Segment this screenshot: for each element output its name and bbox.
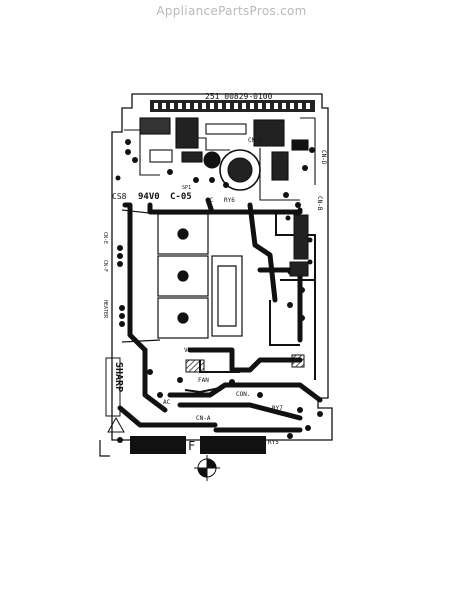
label-f-mark: F xyxy=(188,439,195,453)
label-csa: CS8 xyxy=(112,192,127,201)
label-heater: HEATER xyxy=(102,300,108,319)
flammability-mark: 94V0 xyxy=(138,192,160,202)
power-traces xyxy=(117,197,323,433)
label-cn-b: CN-B xyxy=(316,196,323,211)
label-cn-e: CN-E xyxy=(102,232,108,244)
right-connectors xyxy=(289,214,309,277)
label-cn-a: CN-A xyxy=(196,415,211,422)
label-cn-c: CN-C xyxy=(248,137,263,144)
label-cn-f: CN-F xyxy=(102,260,108,272)
relay-blocks xyxy=(121,209,243,343)
top-connector-strip xyxy=(150,100,315,112)
site-watermark: AppliancePartsPros.com xyxy=(156,4,307,18)
hatched-pad-right xyxy=(291,354,305,368)
label-cn-d: CN-D xyxy=(320,150,327,165)
warning-triangle-icon xyxy=(107,416,125,433)
corner-mark-icon xyxy=(99,440,110,457)
label-vrs1: VRS1 xyxy=(184,347,199,354)
label-fan: FAN xyxy=(198,377,209,384)
label-sp1: SP1 xyxy=(182,185,191,191)
registration-target-icon xyxy=(194,455,220,481)
brand-box xyxy=(105,357,121,417)
top-connector-pins xyxy=(154,103,310,109)
label-ry5: RY5 xyxy=(268,439,279,446)
date-code: C-05 xyxy=(170,192,192,202)
hatched-pad-left xyxy=(185,359,205,373)
bottom-left-pad xyxy=(117,437,123,443)
label-ry6: RY6 xyxy=(224,197,235,204)
label-ry7: RY7 xyxy=(272,405,283,412)
bottom-bar-right xyxy=(200,436,266,454)
label-ac-top: AC xyxy=(206,197,214,204)
board-outline xyxy=(111,93,333,441)
part-number: 251 00829-0100 xyxy=(205,92,273,101)
label-con: CON. xyxy=(236,391,250,398)
label-ac-bottom: AC xyxy=(163,399,171,406)
bottom-bar-left xyxy=(130,436,186,454)
upper-component-cluster xyxy=(124,117,316,201)
brand-mark: SHARP xyxy=(113,362,124,392)
